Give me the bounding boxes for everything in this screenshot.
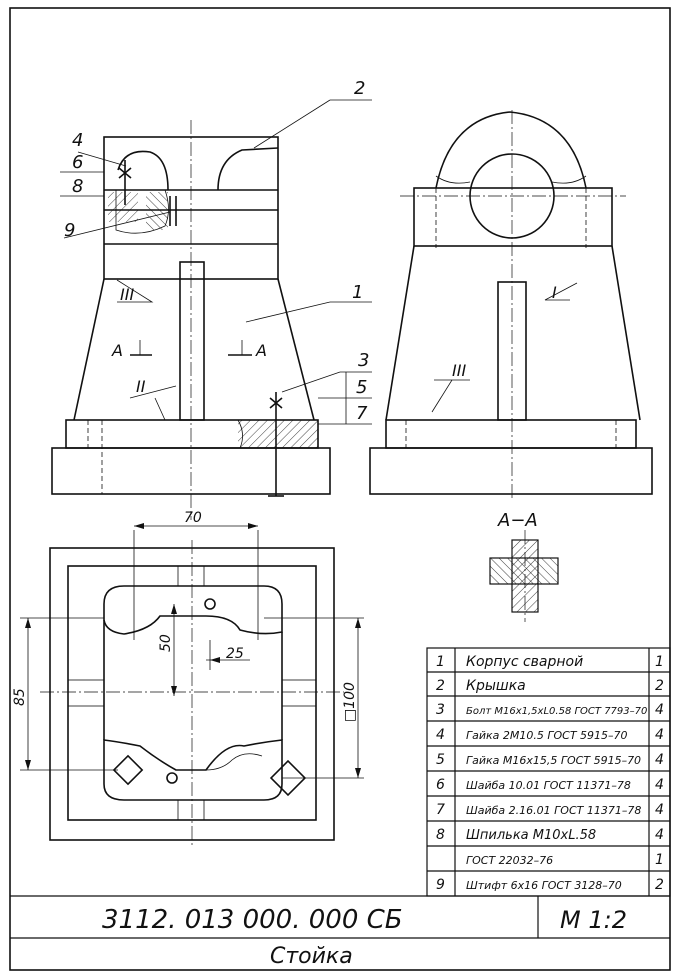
title-block xyxy=(10,895,670,939)
callout-5: 5 xyxy=(356,377,367,398)
front-view xyxy=(51,99,372,520)
dimensions: 70 50 25 85 □100 xyxy=(12,510,358,722)
section-mark-a-right: A xyxy=(255,341,267,360)
callout-6: 6 xyxy=(72,152,83,173)
callouts: 2 4 6 8 9 1 3 5 7 I II III III A A A−A xyxy=(64,78,557,531)
row-2-name: Крышка xyxy=(466,678,526,694)
row-9-qty: 1 xyxy=(655,852,664,868)
section-title: A−A xyxy=(497,510,538,531)
callout-7: 7 xyxy=(356,403,368,424)
row-3-name: Болт М16х1,5хL0.58 ГОСТ 7793–70 xyxy=(466,706,647,717)
row-6-pos: 6 xyxy=(436,777,445,793)
callout-8: 8 xyxy=(72,176,83,197)
row-5-pos: 5 xyxy=(436,752,445,768)
row-8-qty: 4 xyxy=(655,827,664,843)
row-8-pos: 8 xyxy=(436,827,445,843)
side-view xyxy=(369,110,653,500)
dim-85: 85 xyxy=(12,688,28,706)
row-2-pos: 2 xyxy=(436,678,445,694)
row-7-pos: 7 xyxy=(436,802,445,818)
roman-III-front: III xyxy=(120,285,134,304)
title-block-text: 3112. 013 000. 000 СБ М 1:2 Стойка xyxy=(102,905,627,969)
parts-list-text: 1 Корпус сварной 1 2 Крышка 2 3 Болт М16… xyxy=(436,654,664,893)
row-4-name: Гайка 2М10.5 ГОСТ 5915–70 xyxy=(466,729,628,742)
callout-9: 9 xyxy=(64,220,75,241)
row-1-pos: 1 xyxy=(436,654,445,670)
row-3-pos: 3 xyxy=(436,702,445,718)
row-3-qty: 4 xyxy=(655,702,664,718)
row-1-qty: 1 xyxy=(655,654,664,670)
row-9-name: ГОСТ 22032–76 xyxy=(466,854,553,867)
callout-3: 3 xyxy=(358,350,369,371)
roman-III-side: III xyxy=(452,361,466,380)
row-7-name: Шайба 2.16.01 ГОСТ 11371–78 xyxy=(466,804,641,817)
top-view xyxy=(20,523,364,848)
row-8-name: Шпилька М10хL.58 xyxy=(466,828,596,843)
sheet-border xyxy=(9,7,671,971)
row-10-pos: 9 xyxy=(436,877,445,893)
row-10-qty: 2 xyxy=(655,877,664,893)
drawing-name: Стойка xyxy=(270,944,353,969)
row-1-name: Корпус сварной xyxy=(466,654,583,670)
row-4-pos: 4 xyxy=(436,727,445,743)
row-5-qty: 4 xyxy=(655,752,664,768)
row-7-qty: 4 xyxy=(655,802,664,818)
dim-100: □100 xyxy=(342,682,358,722)
parts-list-table xyxy=(426,647,671,897)
row-6-name: Шайба 10.01 ГОСТ 11371–78 xyxy=(466,779,631,792)
drawing-designation: 3112. 013 000. 000 СБ xyxy=(102,905,403,935)
roman-I: I xyxy=(552,283,557,302)
section-mark-a-left: A xyxy=(111,341,123,360)
dim-70: 70 xyxy=(184,510,202,526)
section-a-a xyxy=(489,530,559,622)
row-10-name: Штифт 6х16 ГОСТ 3128–70 xyxy=(466,879,622,892)
roman-II: II xyxy=(136,377,146,396)
row-4-qty: 4 xyxy=(655,727,664,743)
callout-4: 4 xyxy=(72,130,83,151)
row-5-name: Гайка М16х15,5 ГОСТ 5915–70 xyxy=(466,754,641,767)
row-6-qty: 4 xyxy=(655,777,664,793)
callout-1: 1 xyxy=(352,282,363,303)
row-2-qty: 2 xyxy=(655,678,664,694)
callout-2: 2 xyxy=(354,78,365,99)
dim-50: 50 xyxy=(158,634,174,652)
dim-25: 25 xyxy=(226,646,244,662)
drawing-scale: М 1:2 xyxy=(560,906,627,934)
